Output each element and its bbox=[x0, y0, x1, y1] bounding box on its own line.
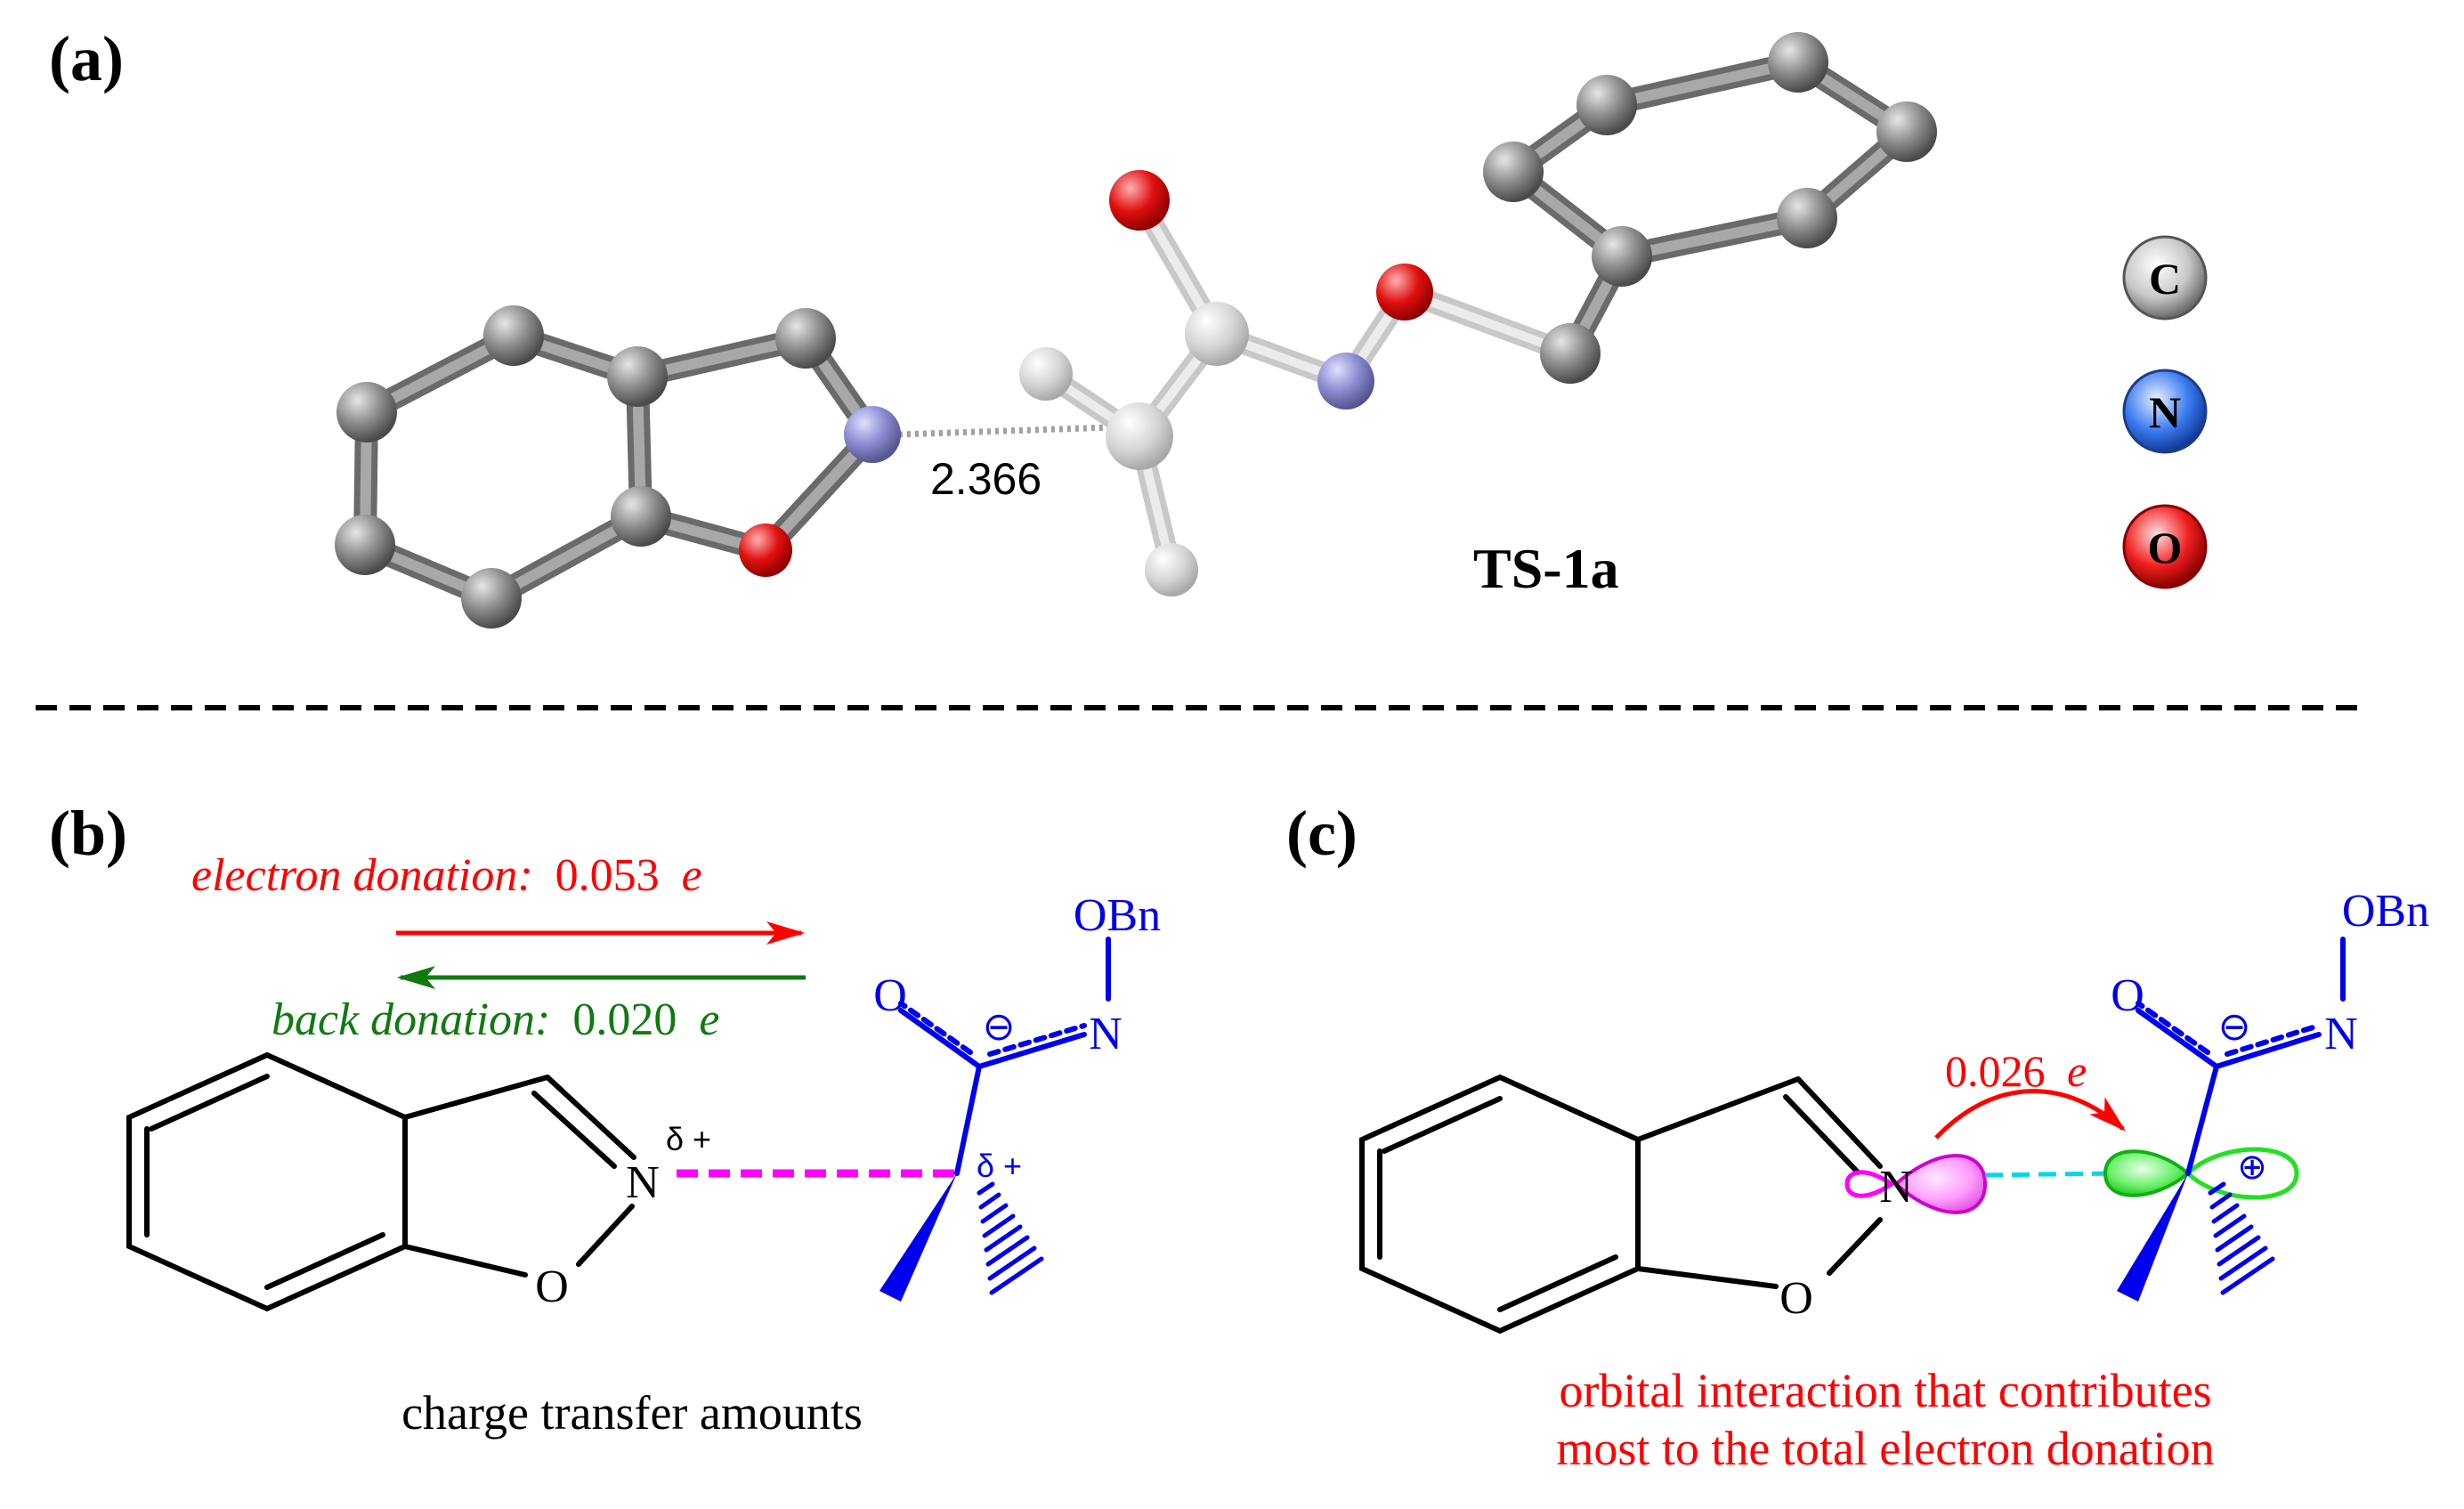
caption-b: charge transfer amounts bbox=[401, 1386, 863, 1440]
back-donation-label: back donation: 0.020 e bbox=[272, 994, 719, 1045]
panel-a-label: (a) bbox=[49, 23, 124, 94]
obn-group-c: OBn bbox=[2342, 886, 2429, 937]
svg-text:O: O bbox=[2148, 523, 2183, 572]
negative-charge-c: ⊖ bbox=[2218, 1005, 2251, 1049]
nitrogen-lone-pair-orbital bbox=[1893, 1154, 1988, 1214]
panel-b-label: (b) bbox=[49, 798, 127, 869]
ball-stick-atoms bbox=[335, 32, 1937, 629]
wedge-bond-b bbox=[879, 1173, 957, 1302]
obn-group: OBn bbox=[1074, 890, 1161, 941]
orbital-donation-label: 0.026 e bbox=[1945, 1046, 2087, 1096]
panel-b: (b) electron donation: 0.053 e back dona… bbox=[49, 798, 1161, 1440]
ts-label: TS-1a bbox=[1473, 537, 1619, 600]
legend-item-n: N bbox=[2122, 369, 2208, 454]
atom-legend: C N O bbox=[2122, 235, 2208, 589]
ring-o-atom-c: O bbox=[1779, 1273, 1813, 1324]
enolate-fragment-c bbox=[2136, 937, 2346, 1295]
legend-item-c: C bbox=[2122, 235, 2208, 320]
carbonyl-o-atom-c: O bbox=[2111, 970, 2144, 1021]
svg-text:C: C bbox=[2149, 254, 2181, 304]
ball-stick-bonds bbox=[353, 51, 1918, 610]
orbital-donation-arrow bbox=[1934, 1089, 2127, 1140]
legend-item-o: O bbox=[2122, 504, 2208, 589]
panel-a: (a) bbox=[49, 23, 2208, 629]
caption-c-line1: orbital interaction that contributes bbox=[1559, 1364, 2211, 1417]
amide-n-atom: N bbox=[1089, 1009, 1123, 1059]
electron-donation-label: electron donation: 0.053 e bbox=[191, 850, 702, 901]
ring-o-atom: O bbox=[535, 1262, 569, 1312]
benzisoxazole-c bbox=[1359, 1074, 1883, 1335]
enolate-fragment-b bbox=[898, 937, 1111, 1295]
delta-plus-n: δ + bbox=[666, 1121, 711, 1157]
distance-label: 2.366 bbox=[930, 454, 1042, 504]
amide-n-atom-c: N bbox=[2324, 1009, 2358, 1059]
benzisoxazole-b bbox=[126, 1051, 636, 1312]
wedge-bond-c bbox=[2117, 1173, 2188, 1302]
panel-c: (c) O N ⊕ 0.026 e bbox=[1286, 798, 2429, 1475]
panel-c-label: (c) bbox=[1286, 798, 1358, 869]
ring-n-atom-c: N bbox=[1879, 1162, 1913, 1213]
cyan-interaction bbox=[1984, 1171, 2115, 1178]
svg-text:N: N bbox=[2149, 387, 2181, 437]
forming-bond bbox=[898, 424, 1114, 438]
nitrogen-orbital-back-lobe bbox=[1844, 1170, 1896, 1198]
delta-plus-c: δ + bbox=[977, 1148, 1022, 1184]
caption-c-line2: most to the total electron donation bbox=[1556, 1422, 2214, 1475]
ring-n-atom: N bbox=[626, 1157, 660, 1208]
carbon-p-orbital-front bbox=[2103, 1149, 2192, 1197]
carbonyl-o-atom: O bbox=[873, 970, 907, 1021]
negative-charge: ⊖ bbox=[983, 1005, 1016, 1049]
positive-charge: ⊕ bbox=[2237, 1148, 2267, 1187]
